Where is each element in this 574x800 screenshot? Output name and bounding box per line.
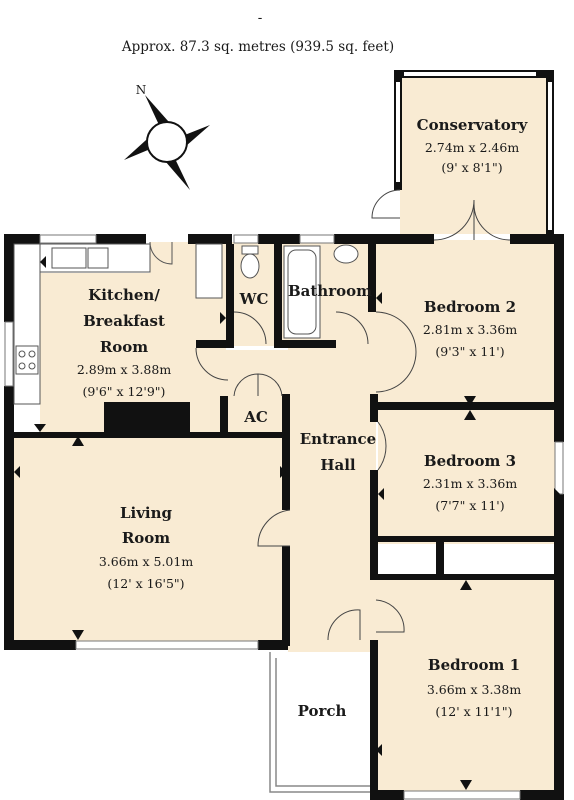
bedroom3-imperial: (7'7" x 11'): [435, 498, 504, 513]
kitchen-metric: 2.89m x 3.88m: [77, 362, 172, 377]
bedroom3-name: Bedroom 3: [424, 452, 516, 470]
bedroom3-metric: 2.31m x 3.36m: [423, 476, 518, 491]
wall-markers: [14, 256, 560, 790]
porch-outline: [269, 652, 374, 793]
kitchen-name-line2: Breakfast: [83, 312, 165, 330]
conservatory-metric: 2.74m x 2.46m: [425, 140, 520, 155]
hall-name-line2: Hall: [320, 456, 356, 474]
living-label: Living Room 3.66m x 5.01m (12' x 16'5"): [99, 504, 194, 591]
bedroom2-floor: [374, 240, 562, 406]
compass-icon: N: [124, 83, 210, 190]
bedroom1-name: Bedroom 1: [428, 656, 520, 674]
bedroom1-metric: 3.66m x 3.38m: [427, 682, 522, 697]
kitchen-fittings: [13, 241, 223, 405]
kitchen-label: Kitchen/ Breakfast Room 2.89m x 3.88m (9…: [77, 286, 172, 399]
bedroom1-imperial: (12' x 11'1"): [435, 704, 512, 719]
compass-north-label: N: [136, 83, 147, 97]
bedroom2-imperial: (9'3" x 11'): [435, 344, 504, 359]
door-swings: [195, 189, 511, 641]
conservatory-label: Conservatory 2.74m x 2.46m (9' x 8'1"): [417, 116, 529, 175]
bathroom-name: Bathroom: [288, 282, 372, 300]
bedroom1-label: Bedroom 1 3.66m x 3.38m (12' x 11'1"): [427, 656, 522, 719]
windows: [4, 234, 564, 800]
conservatory-name: Conservatory: [417, 116, 529, 134]
bedroom1-floor: [374, 578, 562, 792]
kitchen-name-line3: Room: [100, 338, 148, 356]
bedroom2-metric: 2.81m x 3.36m: [423, 322, 518, 337]
header-dash: -: [258, 10, 263, 26]
bedroom3-label: Bedroom 3 2.31m x 3.36m (7'7" x 11'): [423, 452, 518, 513]
living-name-line2: Room: [122, 529, 170, 547]
ac-name: AC: [243, 408, 268, 426]
walls: [4, 234, 564, 800]
living-floor: [12, 436, 288, 642]
area-caption: Approx. 87.3 sq. metres (939.5 sq. feet): [121, 39, 394, 55]
bathroom-fittings: [240, 244, 359, 339]
wc-name: WC: [239, 290, 269, 308]
bedroom2-label: Bedroom 2 2.81m x 3.36m (9'3" x 11'): [423, 298, 518, 359]
living-imperial: (12' x 16'5"): [107, 576, 184, 591]
hall-floor: [288, 346, 376, 652]
kitchen-name-line1: Kitchen/: [88, 286, 160, 304]
hall-label: Entrance Hall: [300, 430, 376, 474]
bedroom3-floor: [378, 406, 562, 544]
porch-name: Porch: [298, 702, 347, 720]
kitchen-floor: [40, 242, 226, 432]
ac-floor: [226, 350, 288, 434]
bedroom2-name: Bedroom 2: [424, 298, 516, 316]
living-metric: 3.66m x 5.01m: [99, 554, 194, 569]
conservatory-imperial: (9' x 8'1"): [441, 160, 502, 175]
hall-name-line1: Entrance: [300, 430, 376, 448]
conservatory-walls: [394, 70, 554, 236]
kitchen-imperial: (9'6" x 12'9"): [83, 384, 166, 399]
living-name-line1: Living: [120, 504, 173, 522]
